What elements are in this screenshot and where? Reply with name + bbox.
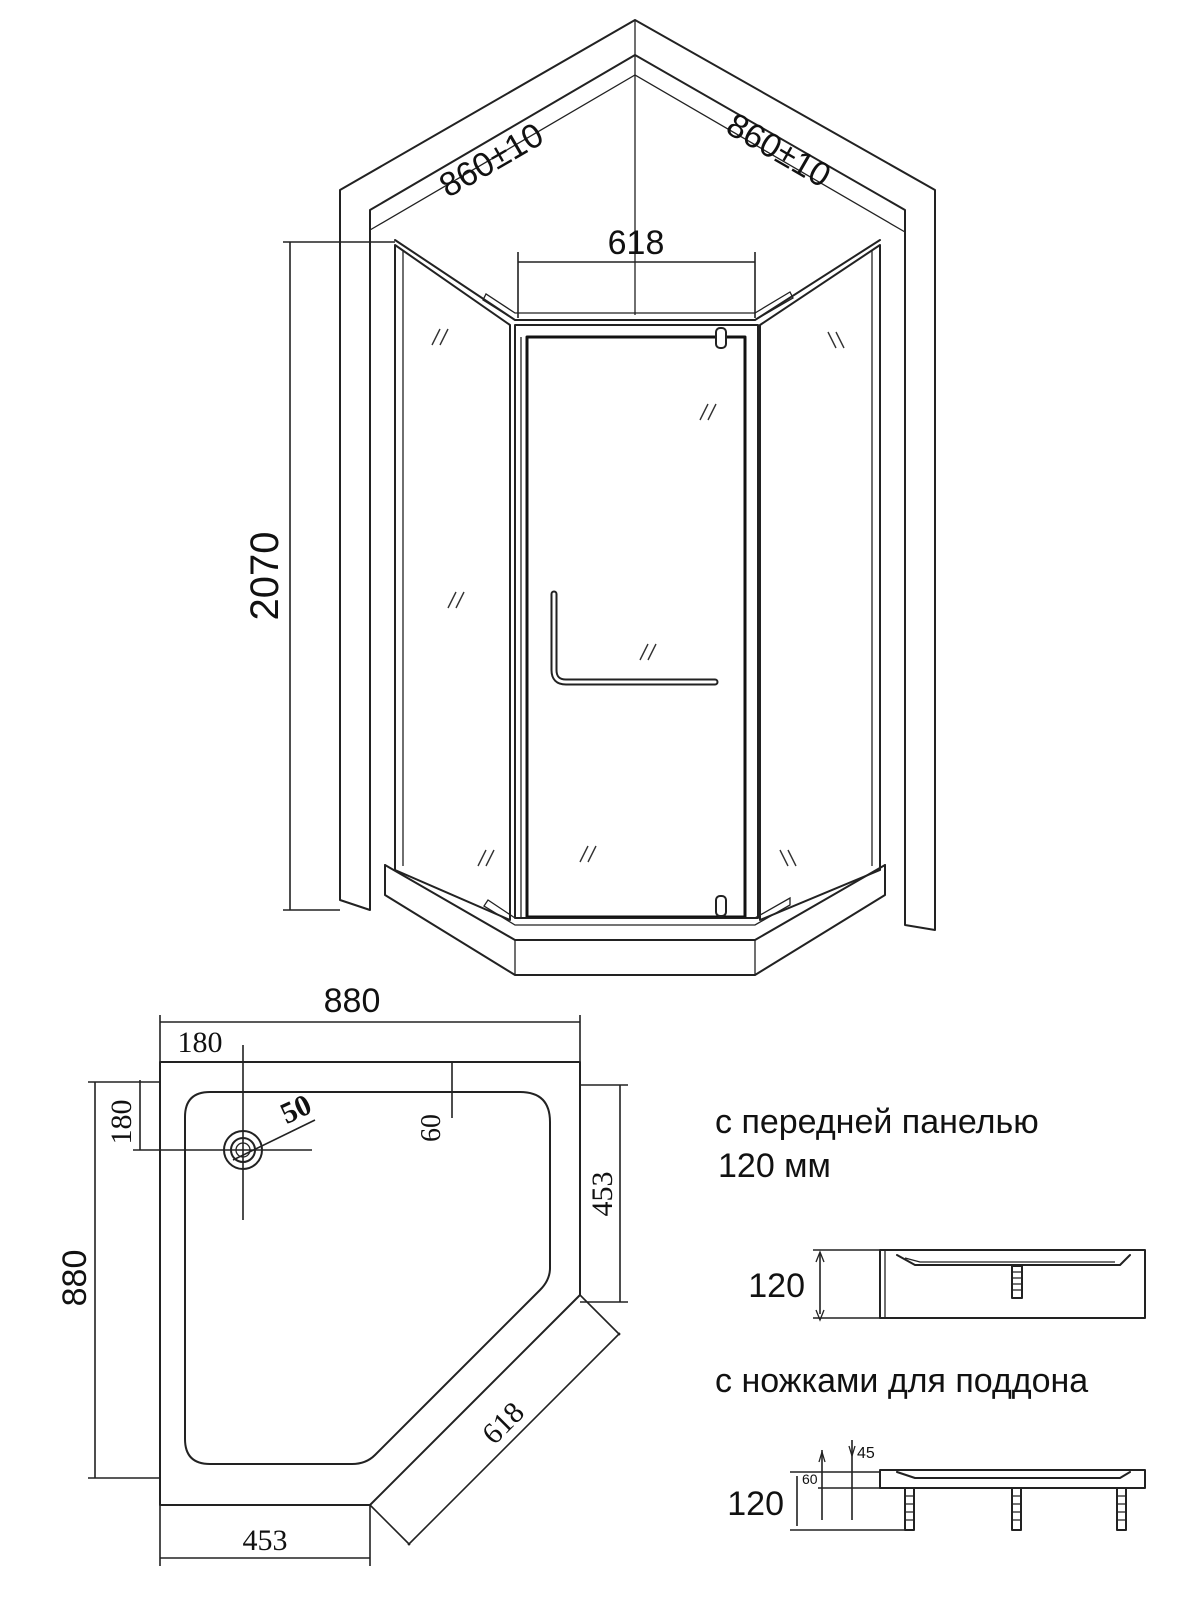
drain-offset-x-dimension: 180 — [178, 1026, 223, 1059]
wall-inner-line — [369, 74, 906, 233]
left-wall-dimension: 860±10 — [433, 116, 550, 206]
cabin-tray — [384, 864, 886, 976]
front-diagonal-dimension: 618 — [476, 1396, 531, 1451]
shower-cabin-drawing: 2070 618 860±10 860±10 — [243, 19, 936, 976]
legs-tray-section — [879, 1469, 1146, 1489]
legs-option: с ножками для поддона 120 60 45 — [715, 1362, 1146, 1531]
hinge-top — [715, 327, 727, 349]
glass-hatch-marks — [431, 328, 845, 867]
bottom-side-dimension: 453 — [243, 1524, 288, 1557]
height-dimension: 2070 — [243, 532, 287, 621]
tray-basin — [184, 1091, 551, 1465]
hinge-bottom — [715, 895, 727, 917]
right-fixed-panel — [759, 244, 881, 921]
legs-title: с ножками для поддона — [715, 1362, 1088, 1400]
right-wall-dimension: 860±10 — [720, 106, 837, 196]
panel-tray-section — [879, 1249, 1146, 1319]
drain-offset-y-dimension: 180 — [105, 1100, 138, 1145]
panel-title-line2: 120 мм — [718, 1147, 831, 1185]
tray-outline — [159, 1061, 581, 1506]
drain-diameter-dimension: 50 — [275, 1088, 316, 1131]
rim-width-dimension: 60 — [416, 1114, 447, 1142]
tray-plan-drawing: 880 180 180 880 50 60 453 618 453 — [56, 982, 628, 1566]
front-panel-option: с передней панелью 120 мм 120 — [715, 1103, 1146, 1322]
legs-sub-dimension-60: 60 — [802, 1471, 818, 1487]
door-handle-icon — [550, 590, 719, 686]
panel-title-line1: с передней панелью — [715, 1103, 1039, 1141]
panel-height-dimension: 120 — [748, 1267, 805, 1305]
corner-walls — [339, 19, 936, 931]
left-fixed-panel — [394, 244, 511, 921]
tray-width-dimension: 880 — [324, 982, 381, 1020]
tray-depth-dimension: 880 — [56, 1250, 94, 1307]
tray-legs — [904, 1487, 1127, 1531]
door-glass — [525, 335, 747, 919]
panel-leg — [1011, 1265, 1023, 1299]
legs-height-dimension: 120 — [727, 1485, 784, 1523]
right-side-dimension: 453 — [586, 1172, 619, 1217]
door-width-dimension: 618 — [608, 224, 665, 262]
legs-sub-dimension-45: 45 — [857, 1445, 875, 1462]
